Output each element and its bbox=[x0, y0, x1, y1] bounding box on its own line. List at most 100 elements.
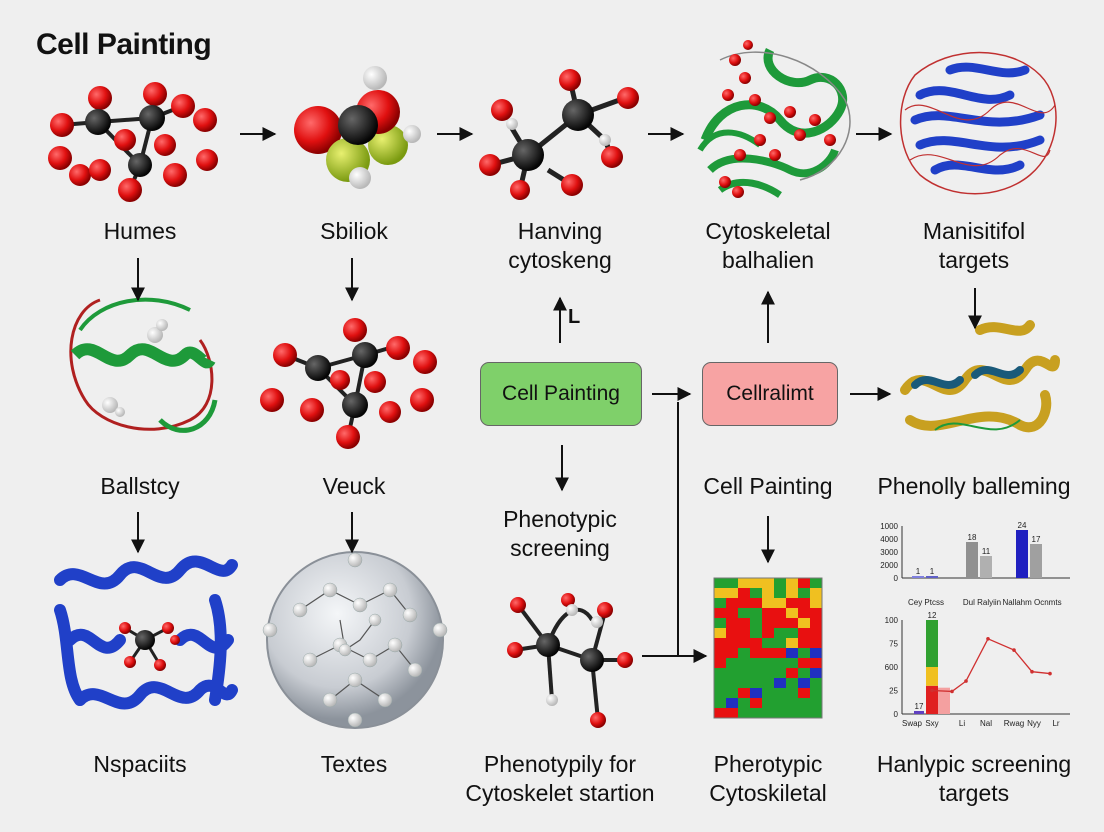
heatmap-cell bbox=[738, 678, 750, 688]
heatmap-cell bbox=[774, 628, 786, 638]
heatmap-cell bbox=[726, 608, 738, 618]
heatmap-cell bbox=[726, 598, 738, 608]
molecule-humes bbox=[48, 82, 218, 202]
line-category-label: Rwag bbox=[1004, 719, 1024, 728]
protein-cytoskeletal bbox=[697, 47, 851, 198]
label-veuck: Veuck bbox=[322, 473, 386, 499]
heatmap-cell bbox=[750, 628, 762, 638]
heatmap-cell bbox=[750, 658, 762, 668]
heatmap-cell bbox=[738, 608, 750, 618]
heatmap-cell bbox=[774, 668, 786, 678]
protein-manisitifol bbox=[899, 51, 1057, 195]
heatmap-cell bbox=[786, 588, 798, 598]
heatmap-cell bbox=[726, 618, 738, 628]
label-humes: Humes bbox=[103, 218, 177, 244]
heatmap-cell bbox=[810, 708, 822, 718]
bar-value-label: 11 bbox=[982, 547, 991, 556]
heatmap-cell bbox=[786, 658, 798, 668]
line-series bbox=[931, 637, 1051, 693]
heatmap-cell bbox=[738, 708, 750, 718]
heatmap-cell bbox=[738, 588, 750, 598]
heatmap-cell bbox=[738, 698, 750, 708]
heatmap-cell bbox=[750, 608, 762, 618]
heatmap-cell bbox=[714, 628, 726, 638]
heatmap-cell bbox=[750, 618, 762, 628]
heatmap-cell bbox=[798, 618, 810, 628]
heatmap-cell bbox=[810, 628, 822, 638]
heatmap-cell bbox=[738, 598, 750, 608]
heatmap-cell bbox=[726, 678, 738, 688]
heatmap-cell bbox=[762, 668, 774, 678]
heatmap-cell bbox=[762, 678, 774, 688]
heatmap-cell bbox=[726, 588, 738, 598]
line-point bbox=[950, 689, 954, 694]
heatmap-cell bbox=[798, 708, 810, 718]
bar-y-tick: 0 bbox=[894, 574, 899, 583]
heatmap-cell bbox=[750, 668, 762, 678]
small-bar bbox=[914, 711, 924, 714]
bar-value-label: 17 bbox=[1032, 535, 1041, 544]
cell-painting-box[interactable]: Cell Painting bbox=[480, 362, 642, 426]
heatmap-cell bbox=[798, 608, 810, 618]
heatmap-cell bbox=[762, 688, 774, 698]
line-category-label: Sxy bbox=[925, 719, 938, 728]
bar-category-label: Dul Ralyiin bbox=[963, 598, 1001, 607]
label-ballstcy: Ballstcy bbox=[100, 473, 180, 499]
heatmap-cell bbox=[774, 638, 786, 648]
heatmap-cell bbox=[750, 678, 762, 688]
heatmap-cell bbox=[738, 618, 750, 628]
heatmap-cell bbox=[810, 578, 822, 588]
heatmap-cell bbox=[798, 638, 810, 648]
heatmap-cell bbox=[714, 668, 726, 678]
heatmap-cell bbox=[738, 688, 750, 698]
heatmap-cell bbox=[714, 658, 726, 668]
heatmap-cell bbox=[786, 668, 798, 678]
heatmap-cell bbox=[798, 588, 810, 598]
protein-phenolly bbox=[900, 320, 1060, 433]
bar bbox=[980, 556, 992, 578]
label-phenolly: Phenolly balleming bbox=[877, 473, 1071, 499]
line-y-tick: 0 bbox=[894, 710, 899, 719]
heatmap-cell bbox=[714, 618, 726, 628]
heatmap-cell bbox=[774, 608, 786, 618]
heatmap-cell bbox=[810, 648, 822, 658]
bar-y-tick: 3000 bbox=[880, 548, 898, 557]
sphere-textes bbox=[262, 551, 448, 729]
heatmap-cell bbox=[786, 608, 798, 618]
label-nspaciits: Nspaciits bbox=[93, 751, 187, 777]
heatmap-cell bbox=[750, 638, 762, 648]
heatmap-cell bbox=[762, 648, 774, 658]
heatmap-cell bbox=[714, 678, 726, 688]
label-cell-painting: Cell Painting bbox=[703, 473, 833, 499]
bar bbox=[1016, 530, 1028, 578]
label-sbiliok: Sbiliok bbox=[320, 218, 388, 244]
heatmap-cell bbox=[726, 668, 738, 678]
heatmap-cell bbox=[774, 658, 786, 668]
heatmap-cell bbox=[810, 678, 822, 688]
heatmap-cell bbox=[786, 598, 798, 608]
heatmap-cell bbox=[714, 608, 726, 618]
heatmap-cell bbox=[714, 698, 726, 708]
line-point bbox=[1030, 669, 1034, 674]
heatmap-cell bbox=[726, 628, 738, 638]
heatmap-cell bbox=[798, 698, 810, 708]
bar-value-label: 24 bbox=[1018, 521, 1027, 530]
heatmap-cell bbox=[714, 598, 726, 608]
heatmap-cell bbox=[774, 588, 786, 598]
cellralimt-box[interactable]: Cellralimt bbox=[702, 362, 838, 426]
line-y-tick: 25 bbox=[889, 687, 898, 696]
bar bbox=[966, 542, 978, 578]
molecule-phenotypily bbox=[507, 593, 633, 728]
flow-arrows bbox=[131, 127, 982, 663]
cell-painting-box-label: Cell Painting bbox=[502, 382, 620, 405]
stacked-bar-label: 12 bbox=[928, 612, 937, 620]
line-point bbox=[1012, 648, 1016, 652]
heatmap-cell bbox=[774, 618, 786, 628]
heatmap-cell bbox=[786, 628, 798, 638]
heatmap-cell bbox=[738, 648, 750, 658]
heatmap-cell bbox=[774, 708, 786, 718]
